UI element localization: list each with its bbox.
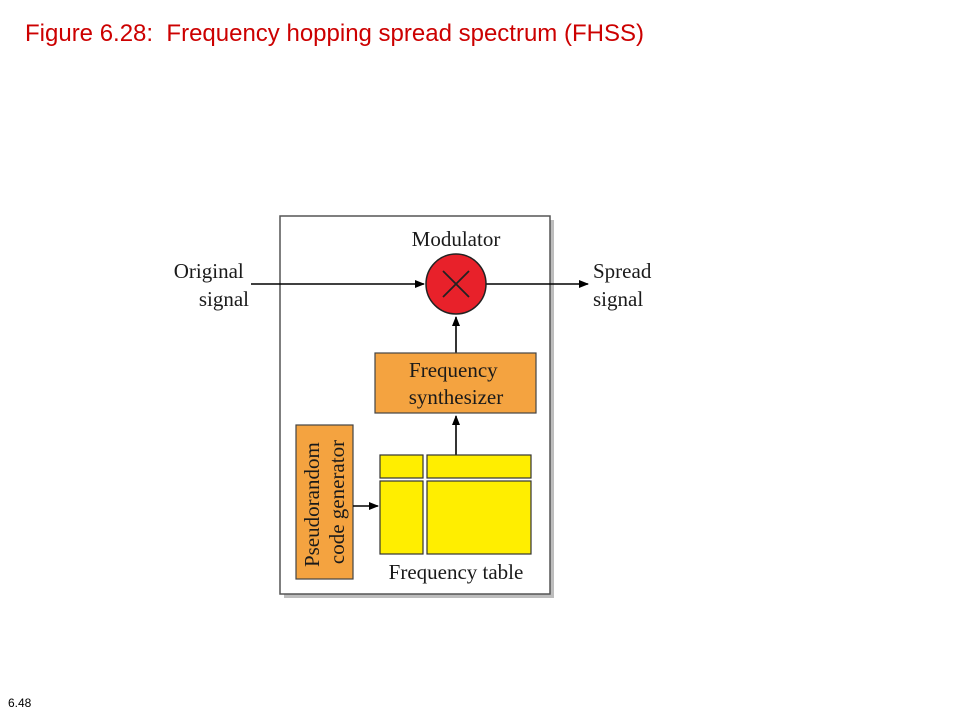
synthesizer-label-line1: Frequency	[409, 358, 498, 382]
pseudorandom-generator-box	[295, 424, 354, 580]
table-cell	[426, 454, 532, 479]
table-cell	[379, 454, 424, 479]
generator-label-line1: Pseudorandom	[300, 442, 324, 567]
frequency-table-label: Frequency table	[389, 560, 524, 584]
modulator-label: Modulator	[412, 227, 501, 251]
generator-label-line2: code generator	[325, 440, 349, 564]
table-cell	[379, 480, 424, 555]
synthesizer-label-line2: synthesizer	[409, 385, 503, 409]
frequency-table	[379, 454, 532, 555]
page-number: 6.48	[8, 696, 32, 710]
input-label-line1: Original	[174, 259, 244, 283]
frequency-synthesizer-box	[374, 352, 537, 414]
output-label-line2: signal	[593, 287, 643, 311]
figure-title: Figure 6.28: Frequency hopping spread sp…	[25, 20, 644, 47]
output-label: Spread signal	[593, 259, 657, 311]
input-label: Original signal	[174, 259, 249, 311]
frequency-synthesizer-label: Frequency synthesizer	[409, 358, 503, 409]
pseudorandom-generator-label: Pseudorandom code generator	[300, 437, 349, 567]
input-label-line2: signal	[199, 287, 249, 311]
modulator-icon	[425, 253, 487, 315]
output-label-line1: Spread	[593, 259, 652, 283]
table-cell	[426, 480, 532, 555]
